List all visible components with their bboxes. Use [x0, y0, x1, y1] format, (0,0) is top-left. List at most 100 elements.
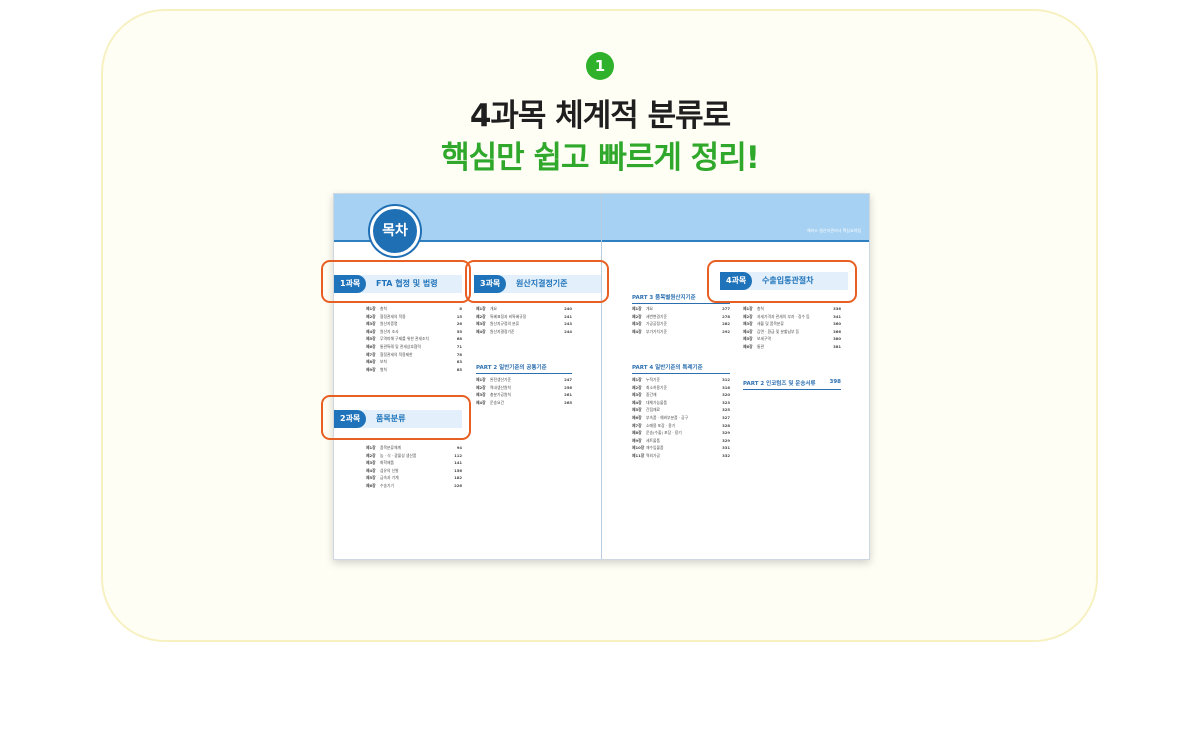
toc-chapter-number: 제4장 — [476, 399, 486, 405]
toc-label-circle: 목차 — [370, 206, 420, 256]
headline-line-2: 핵심만 쉽고 빠르게 정리! — [441, 140, 760, 176]
toc-chapter-name: 세번변경기준 — [646, 313, 667, 319]
toc-page-number: 332 — [722, 452, 730, 458]
toc-chapter-name: 보세구역 — [757, 336, 771, 342]
toc-chapter-name: 금속과 기계 — [380, 475, 399, 481]
headline-line-1: 4과목 체계적 분류로 — [469, 98, 731, 134]
toc-chapter-number: 제6장 — [366, 482, 376, 488]
subject-4-tag: 4과목 — [720, 272, 753, 290]
toc-chapter-number: 제4장 — [632, 399, 642, 405]
toc-chapter-number: 제1장 — [366, 306, 376, 311]
toc-chapter-number: 제6장 — [366, 343, 376, 349]
toc-chapter-number: 제1장 — [476, 377, 486, 382]
toc-row: 제3장 세율 및 품목분류 360 — [743, 320, 841, 328]
toc-chapter-name: 세율 및 품목분류 — [757, 321, 784, 327]
subject-3-tag: 3과목 — [474, 275, 507, 293]
toc-page-number: 331 — [722, 445, 730, 451]
toc-chapter-name: 간접재료 — [646, 407, 660, 413]
toc-chapter-name: 중간재 — [646, 392, 657, 398]
subject-2-header: 2과목 품목분류 — [334, 410, 462, 428]
toc-page-number: 78 — [456, 351, 462, 357]
subject-4-part-2-title: PART 2 인코텀즈 및 운송서류 — [743, 381, 816, 387]
toc-chapter-name: 총칙 — [380, 306, 387, 311]
toc-page-number: 380 — [833, 336, 841, 342]
toc-page-number: 182 — [454, 475, 462, 481]
running-title: 해커스 원산지관리사 핵심요약집 — [806, 228, 861, 233]
toc-page-number: 247 — [564, 377, 572, 382]
toc-chapter-name: 충분가공원칙 — [490, 392, 511, 398]
toc-chapter-name: 세트물품 — [646, 437, 660, 443]
toc-chapter-number: 제10장 — [632, 445, 645, 451]
toc-page-number: 71 — [456, 343, 462, 349]
toc-page-number: 316 — [722, 384, 730, 390]
toc-chapter-name: 최소허용기준 — [646, 384, 667, 390]
toc-page-number: 360 — [833, 321, 841, 327]
toc-page-number: 381 — [833, 343, 841, 349]
toc-row: 제5장 금속과 기계 182 — [366, 474, 462, 482]
toc-chapter-number: 제2장 — [366, 452, 376, 458]
toc-chapter-number: 제2장 — [366, 313, 376, 319]
toc-chapter-number: 제7장 — [632, 422, 642, 428]
toc-chapter-name: 원산지 조사 — [380, 328, 399, 334]
toc-page-number: 292 — [722, 328, 730, 334]
toc-chapter-number: 제5장 — [366, 475, 376, 481]
toc-chapter-name: 통관 — [757, 343, 764, 349]
subject-3-part-2-label: PART 2 일반기준의 공통기준 — [476, 363, 572, 374]
toc-chapter-name: 통관특례 및 관세상호협력 — [380, 343, 421, 349]
toc-chapter-name: 농 · 식 · 광물성 생산품 — [380, 452, 417, 458]
toc-chapter-number: 제3장 — [743, 321, 753, 327]
toc-chapter-name: 원산지증명 — [380, 321, 398, 327]
toc-chapter-number: 제6장 — [743, 343, 753, 349]
toc-page-number: 256 — [564, 384, 572, 390]
toc-row: 제1장 완전생산기준 247 — [476, 376, 572, 384]
toc-chapter-number: 제2장 — [476, 384, 486, 390]
toc-chapter-number: 제1장 — [632, 377, 642, 382]
toc-chapter-number: 제2장 — [632, 384, 642, 390]
subject-4-title: 수출입통관절차 — [762, 276, 814, 285]
toc-chapter-number: 제4장 — [632, 328, 642, 334]
toc-chapter-number: 제5장 — [632, 407, 642, 413]
toc-page-number: 85 — [456, 366, 462, 372]
toc-page-number: 282 — [722, 321, 730, 327]
toc-page-number: 141 — [454, 460, 462, 466]
toc-page-number: 83 — [456, 359, 462, 365]
subject-4-part-2-label: PART 2 인코텀즈 및 운송서류 398 — [743, 379, 841, 390]
toc-chapter-name: 보칙 — [380, 359, 387, 365]
toc-chapter-number: 제2장 — [743, 313, 753, 319]
subject-3-header: 3과목 원산지결정기준 — [474, 275, 601, 293]
toc-chapter-name: 완전생산기준 — [490, 377, 511, 382]
toc-page-number: 15 — [456, 313, 462, 319]
toc-chapter-number: 제1장 — [476, 306, 486, 311]
toc-chapter-name: 개요 — [646, 306, 653, 311]
toc-page-number: 241 — [564, 313, 572, 319]
toc-chapter-number: 제9장 — [366, 366, 376, 372]
toc-chapter-name: 소매용 포장 · 용기 — [646, 422, 676, 428]
toc-chapter-name: 누적기준 — [646, 377, 660, 382]
toc-chapter-number: 제1장 — [632, 306, 642, 311]
book-spine — [601, 194, 602, 559]
